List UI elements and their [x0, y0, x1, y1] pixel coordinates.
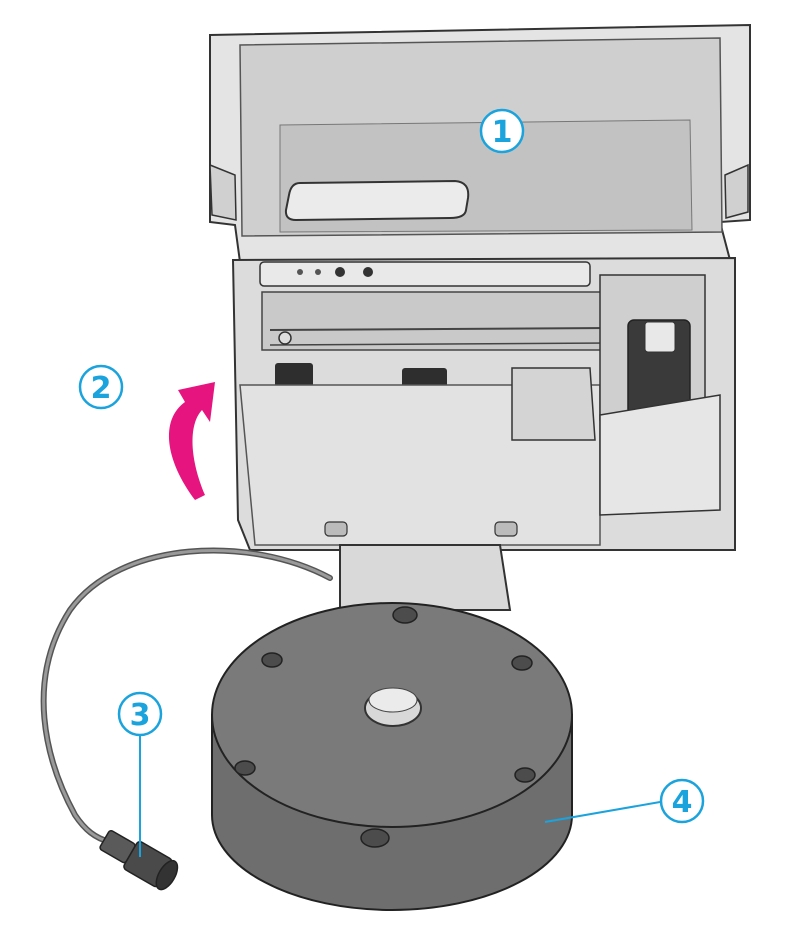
callout-4: 4 [659, 778, 705, 824]
callout-4-label: 4 [672, 785, 693, 820]
callout-1-label: 1 [492, 115, 513, 150]
callout-2: 2 [78, 364, 124, 410]
printer-lid [209, 23, 751, 264]
cable-connector-icon [40, 547, 333, 891]
leader-lines [139, 735, 661, 857]
callout-2-label: 2 [91, 371, 112, 406]
printer-base [211, 602, 573, 911]
callout-3: 3 [117, 691, 163, 737]
stand-column [339, 544, 512, 611]
printer-body [231, 256, 736, 551]
callout-3-label: 3 [130, 698, 151, 733]
lift-arrow-icon [168, 382, 215, 500]
callout-1: 1 [479, 108, 525, 154]
